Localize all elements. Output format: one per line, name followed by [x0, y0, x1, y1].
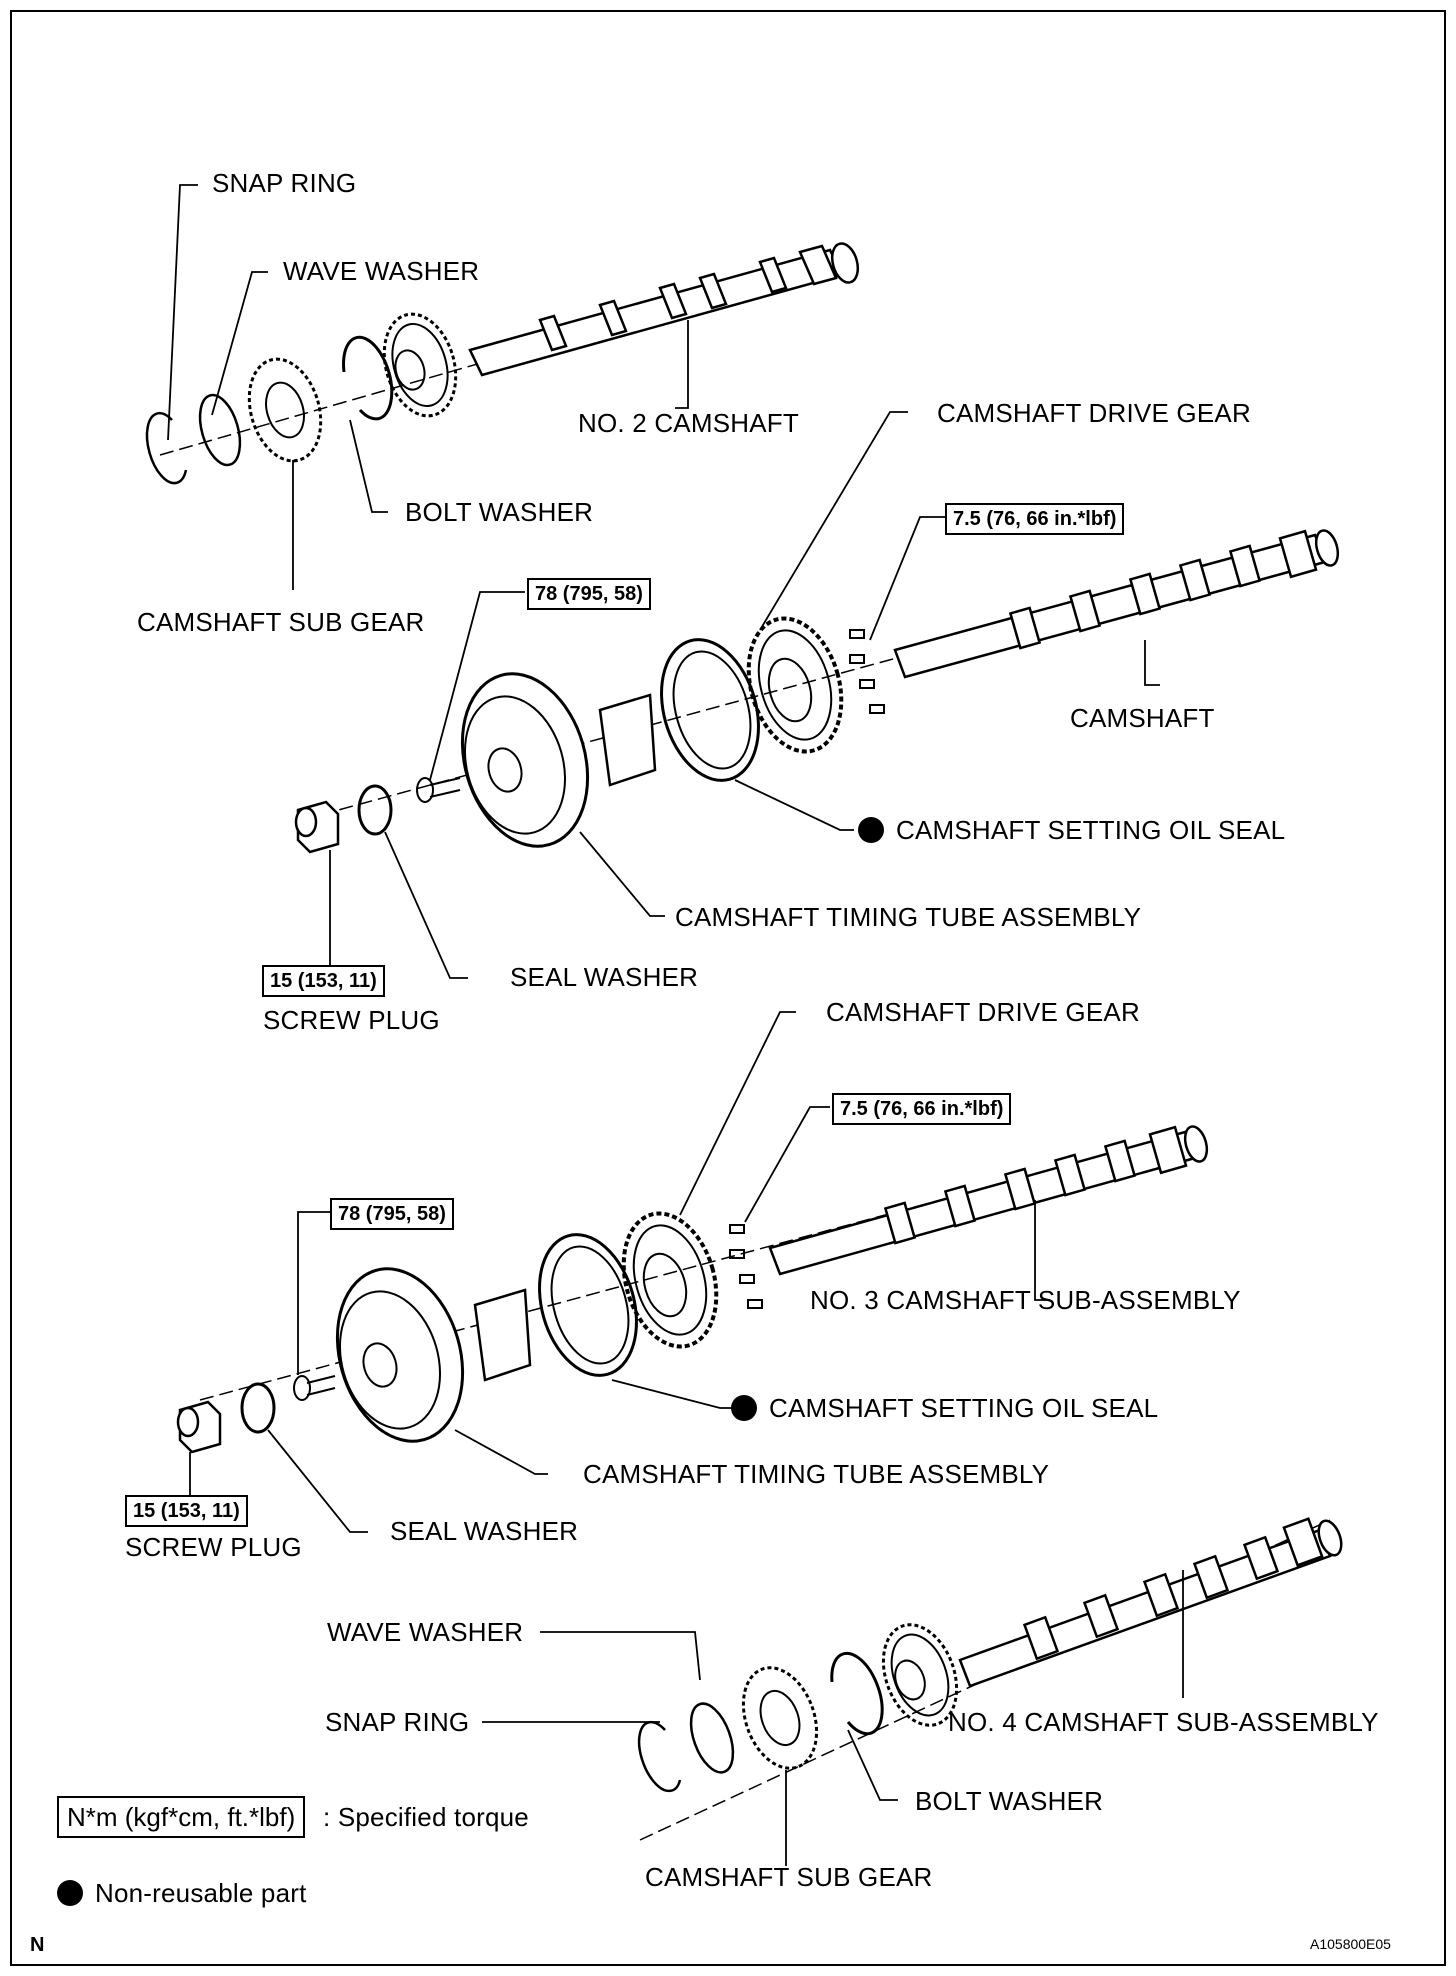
figure-frame [10, 10, 1446, 1966]
center-bolt-2-part [293, 1375, 336, 1401]
label-camshaft-sub-gear-top: CAMSHAFT SUB GEAR [137, 607, 425, 637]
legend-torque-description: : Specified torque [323, 1802, 529, 1832]
label-camshaft-drive-gear-2: CAMSHAFT DRIVE GEAR [826, 997, 1140, 1027]
label-camshaft-drive-gear-1: CAMSHAFT DRIVE GEAR [937, 398, 1251, 428]
torque-center-bolt-1: 78 (795, 58) [527, 578, 651, 610]
label-camshaft: CAMSHAFT [1070, 703, 1215, 733]
non-reusable-dot-icon [858, 817, 884, 843]
drive-gear-bolts-2 [729, 1224, 763, 1309]
camshaft-drive-gear-2-part [621, 1211, 719, 1349]
label-camshaft-setting-oil-seal-1: CAMSHAFT SETTING OIL SEAL [858, 815, 1285, 845]
wave-washer-bottom-part [689, 1702, 735, 1774]
camshaft-timing-tube-2-part [335, 1267, 532, 1443]
leader-lines-2 [189, 1011, 1050, 1533]
label-bolt-washer-top: BOLT WASHER [405, 497, 594, 527]
corner-mark-left: N [30, 1934, 45, 1956]
camshaft-setting-oil-seal-2-part [538, 1233, 638, 1377]
legend-non-reusable: Non-reusable part [57, 1878, 307, 1908]
label-bolt-washer-bottom: BOLT WASHER [915, 1786, 1104, 1816]
screw-plug-2-part [176, 1400, 222, 1454]
label-screw-plug-2: SCREW PLUG [125, 1532, 302, 1562]
label-camshaft-sub-gear-bottom: CAMSHAFT SUB GEAR [645, 1862, 933, 1892]
torque-drive-gear-bolt-2: 7.5 (76, 66 in.*lbf) [832, 1093, 1012, 1125]
label-camshaft-timing-tube-2: CAMSHAFT TIMING TUBE ASSEMBLY [583, 1459, 1050, 1489]
label-wave-washer-bottom: WAVE WASHER [327, 1617, 524, 1647]
label-screw-plug-1: SCREW PLUG [263, 1005, 440, 1035]
camshaft-timing-tube-1-part [460, 672, 657, 848]
torque-center-bolt-2: 78 (795, 58) [330, 1198, 454, 1230]
snap-ring-top-part [145, 411, 188, 485]
camshaft-sub-gear-bottom-part [741, 1666, 819, 1770]
label-wave-washer-top: WAVE WASHER [283, 256, 480, 286]
torque-screw-plug-2: 15 (153, 11) [125, 1495, 248, 1527]
screw-plug-1-part [294, 800, 340, 854]
torque-drive-gear-bolt-1: 7.5 (76, 66 in.*lbf) [945, 503, 1125, 535]
seal-washer-2-part [240, 1382, 276, 1434]
label-seal-washer-1: SEAL WASHER [510, 962, 699, 992]
label-no3-camshaft: NO. 3 CAMSHAFT SUB-ASSEMBLY [810, 1285, 1241, 1315]
legend-torque-units: N*m (kgf*cm, ft.*lbf) [57, 1796, 306, 1838]
camshaft-part [893, 529, 1340, 679]
camshaft-group-1 [294, 411, 1340, 979]
no2-camshaft-group [145, 184, 860, 590]
seal-washer-1-part [357, 784, 393, 836]
label-no2-camshaft: NO. 2 CAMSHAFT [578, 408, 799, 438]
label-no4-camshaft: NO. 4 CAMSHAFT SUB-ASSEMBLY [948, 1707, 1379, 1737]
figure-id: A105800E05 [1310, 1936, 1391, 1952]
no4-camshaft-gear [881, 1623, 959, 1727]
no4-camshaft-part [958, 1517, 1343, 1688]
no3-camshaft-part [768, 1125, 1209, 1276]
bolt-washer-bottom-part [830, 1651, 884, 1736]
leader-lines-3 [482, 1570, 1184, 1866]
non-reusable-dot-icon [57, 1880, 83, 1906]
wave-washer-top-part [198, 393, 242, 467]
label-seal-washer-2: SEAL WASHER [390, 1516, 579, 1546]
drive-gear-bolts-1 [849, 629, 885, 714]
no2-camshaft-gear [382, 312, 458, 418]
camshaft-sub-gear-top-part [247, 357, 323, 463]
no4-camshaft-group [482, 1517, 1343, 1866]
non-reusable-dot-icon [731, 1395, 757, 1421]
no3-camshaft-group [176, 1011, 1209, 1533]
bolt-washer-top-part [342, 335, 394, 421]
label-camshaft-setting-oil-seal-2: CAMSHAFT SETTING OIL SEAL [731, 1393, 1158, 1423]
leader-lines-top [167, 184, 689, 590]
camshaft-setting-oil-seal-1-part [660, 638, 760, 782]
label-snap-ring-top: SNAP RING [212, 168, 357, 198]
center-bolt-1-part [416, 777, 461, 803]
snap-ring-bottom-part [637, 1720, 682, 1793]
label-snap-ring-bottom: SNAP RING [325, 1707, 470, 1737]
no2-camshaft-part [468, 242, 860, 377]
leader-lines-1 [329, 411, 1160, 979]
torque-screw-plug-1: 15 (153, 11) [262, 965, 385, 997]
label-camshaft-timing-tube-1: CAMSHAFT TIMING TUBE ASSEMBLY [675, 902, 1142, 932]
